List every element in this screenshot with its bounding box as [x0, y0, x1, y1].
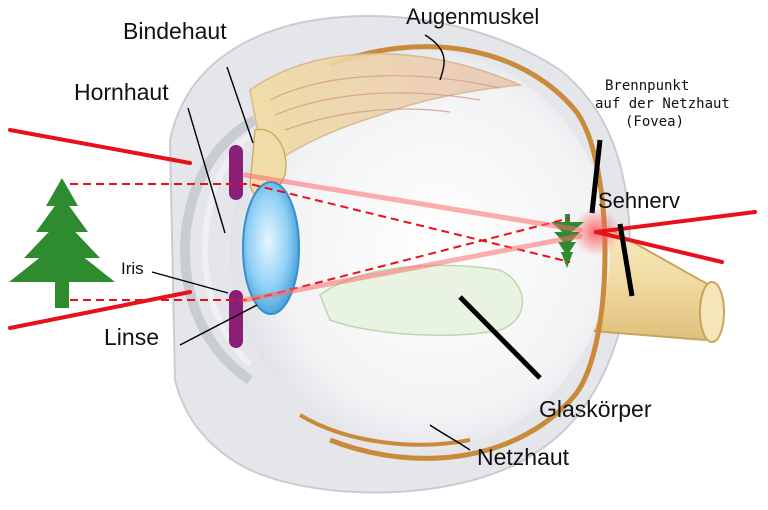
pointer-fovea: [589, 139, 603, 214]
label-hornhaut: Hornhaut: [74, 79, 169, 105]
label-glaskoerper: Glaskörper: [539, 396, 652, 422]
pointer-glaskoerper: [458, 295, 542, 380]
muscle-fibres: [269, 75, 501, 131]
pointer-sehnerv: [617, 223, 635, 297]
iris-lower: [229, 290, 243, 348]
hornhaut-inner: [201, 132, 253, 368]
label-augenmuskel: Augenmuskel: [406, 4, 539, 29]
leader-hornhaut: [187, 107, 226, 234]
leader-linse: [179, 304, 258, 346]
iris-upper: [229, 145, 243, 200]
label-bindehaut: Bindehaut: [123, 18, 227, 44]
glaskoerper-shape: [319, 264, 524, 336]
leader-lines: [151, 34, 471, 451]
hornhaut-shape: [179, 115, 258, 385]
netzhaut-rim-lower: [298, 413, 471, 447]
thick-pointers: [458, 139, 635, 380]
label-sehnerv: Sehnerv: [598, 188, 680, 213]
label-linse: Linse: [104, 324, 159, 350]
optic-nerve-end: [699, 281, 725, 343]
light-rays-inner: [242, 172, 583, 303]
dashed-rays: [70, 183, 571, 301]
tree-icon: [9, 178, 115, 308]
leader-iris: [151, 271, 229, 294]
label-brennpunkt-3: (Fovea): [625, 114, 684, 130]
leader-bindehaut: [226, 66, 254, 144]
leader-augenmuskel: [424, 34, 445, 81]
leader-netzhaut: [429, 424, 471, 451]
label-netzhaut: Netzhaut: [477, 444, 570, 470]
lens-shape: [242, 181, 300, 315]
label-iris: Iris: [121, 259, 144, 278]
label-brennpunkt-1: Brennpunkt: [605, 78, 689, 94]
label-brennpunkt-2: auf der Netzhaut: [595, 96, 730, 112]
